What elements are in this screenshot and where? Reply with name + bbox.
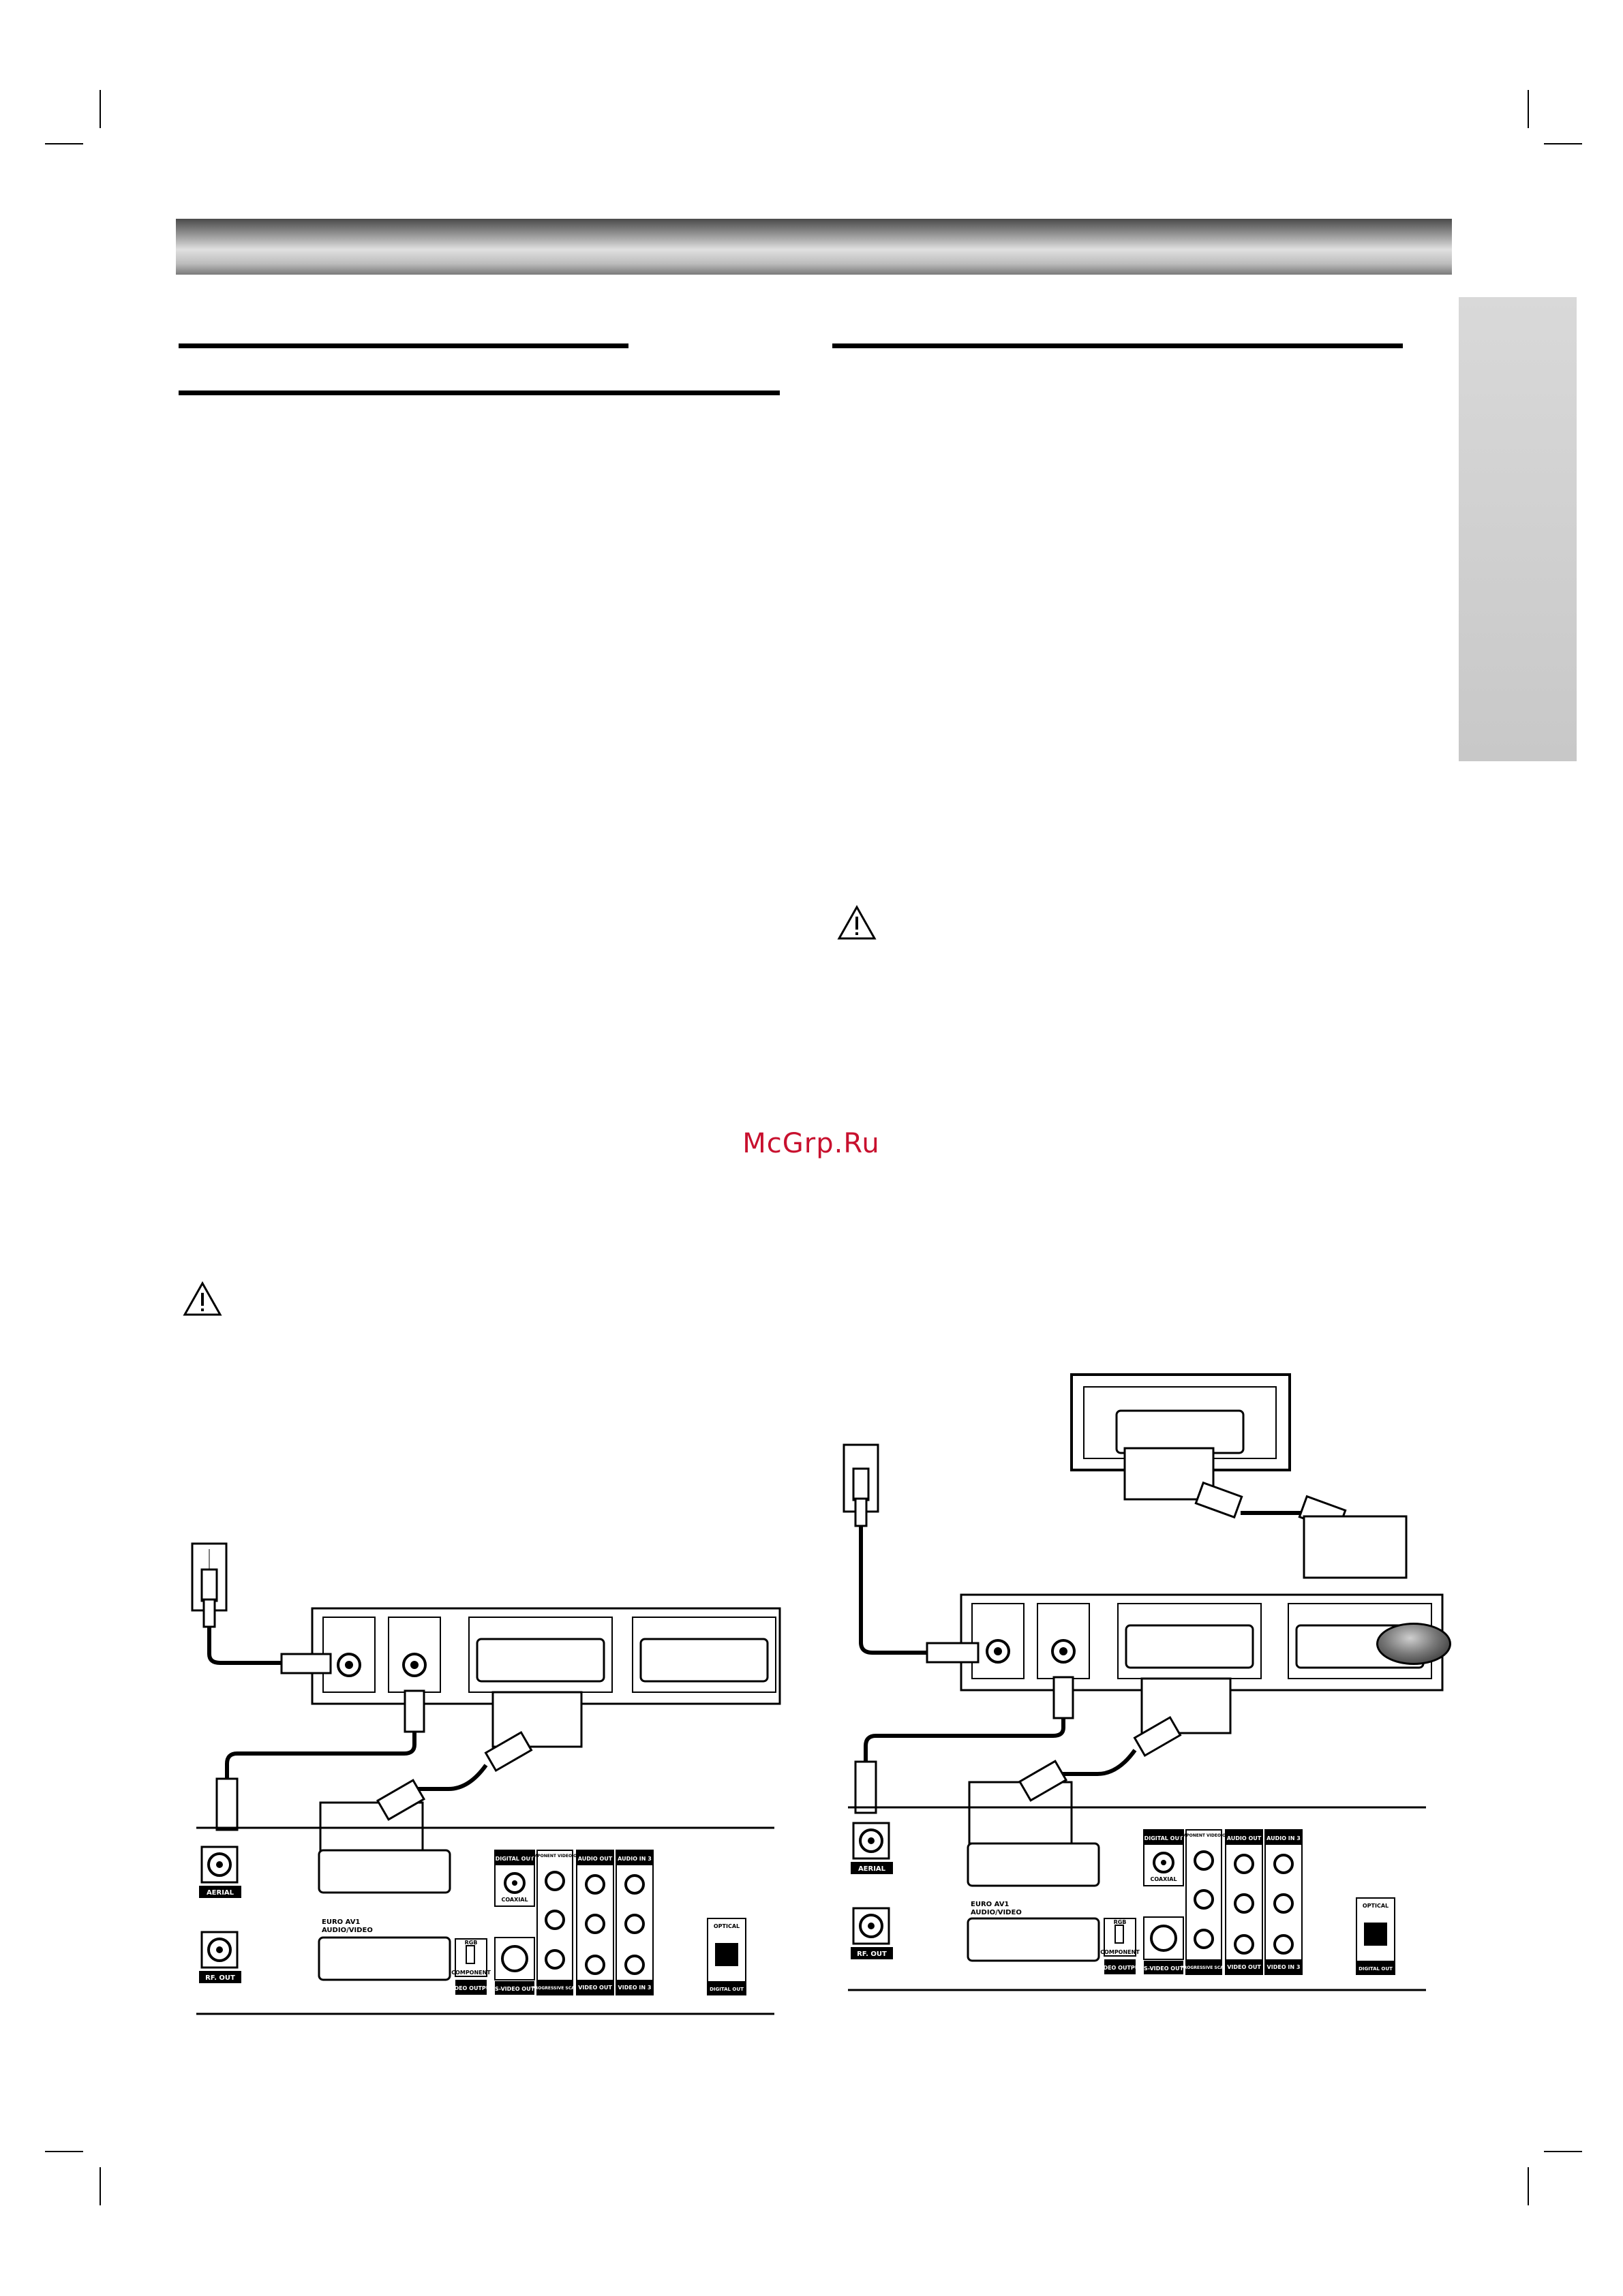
crop-mark-br-h (1544, 2151, 1582, 2152)
warning-triangle-icon (183, 1281, 222, 1317)
s-video-out-label: S-VIDEO OUT (1144, 1965, 1184, 1972)
side-section-tab (1459, 297, 1577, 761)
video-output-label: VIDEO OUTPUT (1097, 1965, 1143, 1971)
left-heading-rule-long (179, 391, 780, 395)
component-label: COMPONENT (451, 1970, 491, 1976)
rgb-label: RGB (465, 1940, 478, 1946)
wall-aerial-socket (843, 1443, 879, 1527)
left-heading-rule-short (179, 343, 628, 348)
crop-mark-bl-h (45, 2151, 83, 2152)
digital-out-label: DIGITAL OUT (496, 1856, 534, 1862)
video-out-label: VIDEO OUT (578, 1985, 612, 1991)
progressive-scan-label: PROGRESSIVE SCAN (532, 1986, 578, 1991)
audio-out-label: AUDIO OUT (1227, 1835, 1262, 1841)
page-number-badge (1376, 1623, 1451, 1665)
aerial-label: AERIAL (858, 1865, 886, 1873)
euro-av1-label: EURO AV1 (971, 1901, 1009, 1908)
digital-out-label: DIGITAL OUT (1144, 1835, 1183, 1841)
wall-aerial-socket (191, 1542, 228, 1628)
component-video-out-label: COMPONENT VIDEO OUT (527, 1854, 583, 1858)
crop-mark-tl-v (100, 90, 101, 128)
rf-out-label: RF. OUT (205, 1974, 235, 1982)
crop-mark-br-v (1528, 2167, 1529, 2205)
progressive-scan-label: PROGRESSIVE SCAN (1181, 1965, 1227, 1970)
connection-diagram-left: AERIAL RF. OUT EURO AV1 AUDIO/VIDEO RGB … (183, 1537, 783, 2027)
audio-video-label: AUDIO/VIDEO (322, 1927, 373, 1934)
s-video-out-label: S-VIDEO OUT (495, 1986, 535, 1992)
crop-mark-tl-h (45, 143, 83, 144)
audio-out-label: AUDIO OUT (578, 1856, 613, 1862)
section-header-bar (176, 219, 1452, 275)
optical-label: OPTICAL (1363, 1903, 1389, 1909)
connection-diagram-right: AERIAL RF. OUT EURO AV1 AUDIO/VIDEO RGB … (838, 1373, 1452, 2000)
audio-video-label: AUDIO/VIDEO (971, 1909, 1022, 1916)
audio-in3-label: AUDIO IN 3 (1266, 1835, 1301, 1841)
vcr-rear-panel (960, 1593, 1444, 1692)
optical-label: OPTICAL (714, 1923, 740, 1929)
video-in3-label: VIDEO IN 3 (1267, 1964, 1301, 1970)
video-output-label: VIDEO OUTPUT (448, 1985, 494, 1991)
aerial-label: AERIAL (207, 1889, 234, 1897)
audio-in3-label: AUDIO IN 3 (618, 1856, 652, 1862)
watermark-text: McGrp.Ru (742, 1128, 880, 1159)
tv-rear-panel (311, 1607, 781, 1705)
coaxial-label: COAXIAL (1150, 1876, 1177, 1882)
euro-av1-label: EURO AV1 (322, 1918, 360, 1926)
video-out-label: VIDEO OUT (1227, 1964, 1261, 1970)
right-heading-rule (832, 343, 1403, 348)
crop-mark-tr-h (1544, 143, 1582, 144)
rgb-label: RGB (1114, 1919, 1127, 1925)
crop-mark-bl-v (100, 2167, 101, 2205)
component-video-out-label: COMPONENT VIDEO OUT (1176, 1833, 1232, 1838)
coaxial-label: COAXIAL (501, 1897, 528, 1903)
video-in3-label: VIDEO IN 3 (618, 1985, 652, 1991)
warning-triangle-icon (837, 904, 877, 940)
tv-rear-panel-top (1070, 1373, 1291, 1471)
digital-out-optical-label: DIGITAL OUT (710, 1987, 744, 1992)
rf-out-label: RF. OUT (857, 1950, 887, 1958)
digital-out-optical-label: DIGITAL OUT (1359, 1966, 1393, 1972)
crop-mark-tr-v (1528, 90, 1529, 128)
component-label: COMPONENT (1100, 1949, 1140, 1955)
